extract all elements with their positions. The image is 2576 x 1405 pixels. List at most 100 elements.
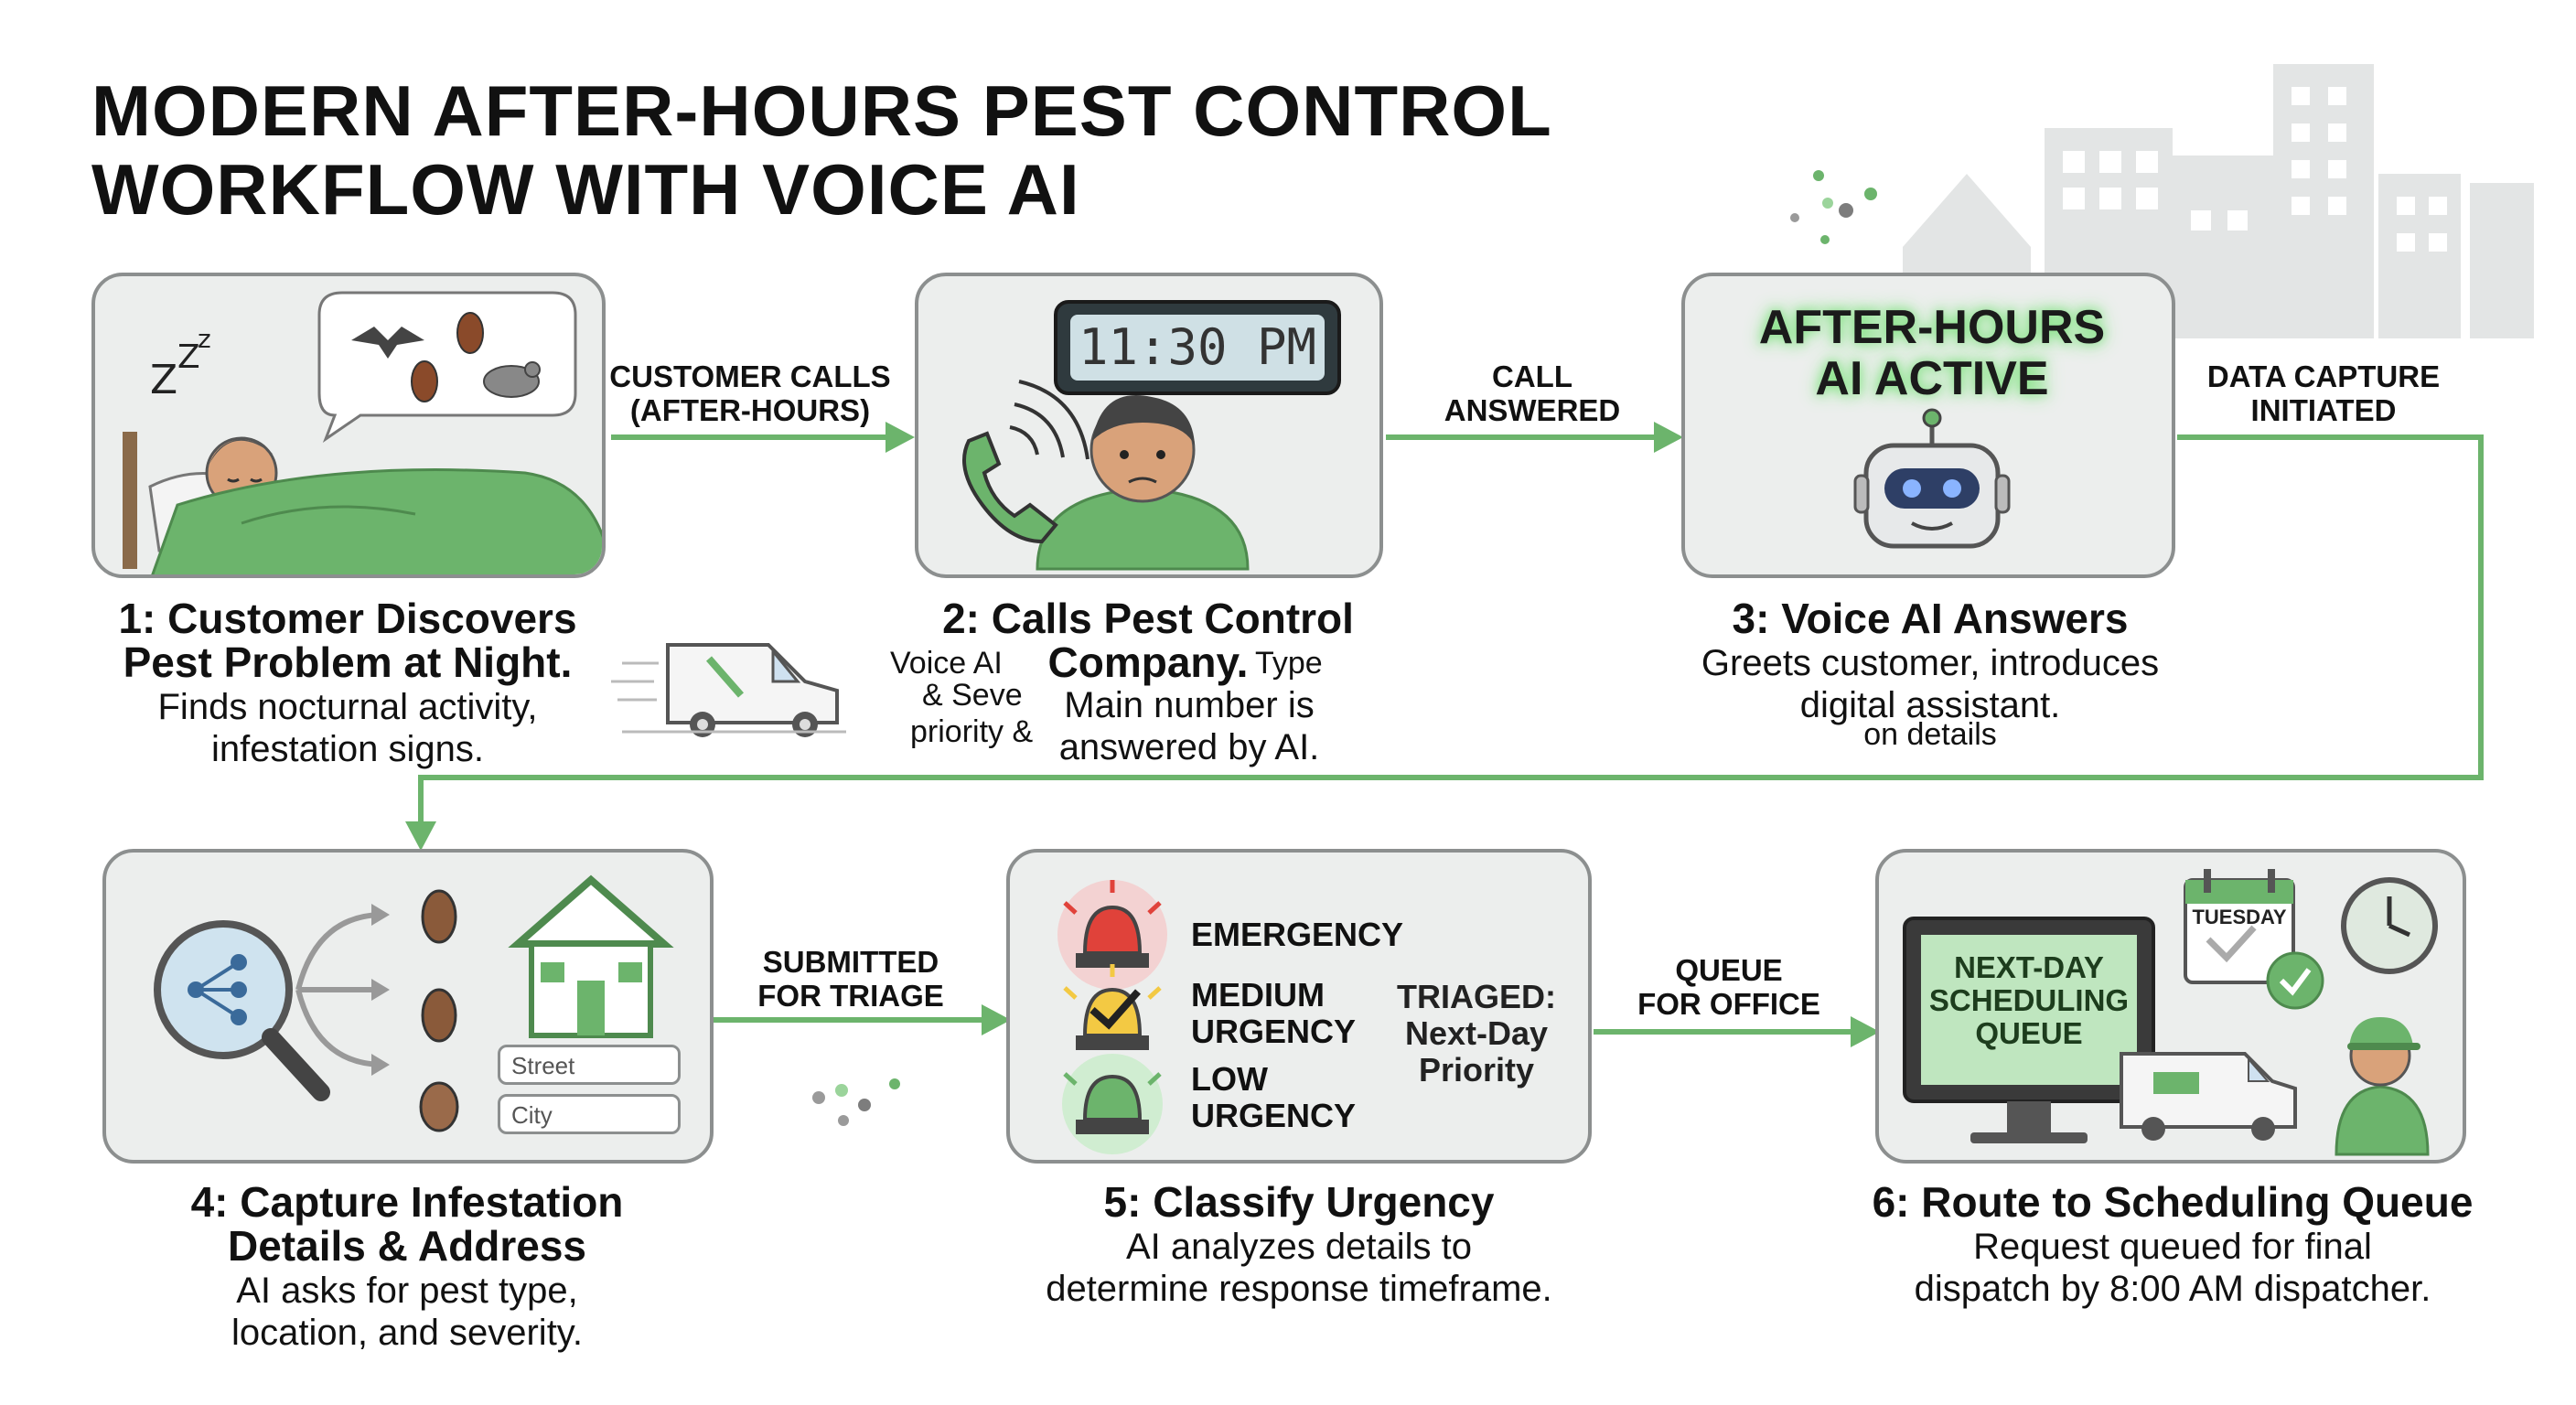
triaged-line: Next-Day bbox=[1404, 1014, 1549, 1052]
step-3-title: 3: Voice AI Answers bbox=[1619, 596, 2241, 640]
arrow-label-queue-office: QUEUE FOR OFFICE bbox=[1619, 953, 1839, 1021]
step-title-line: 1: Customer Discovers bbox=[118, 595, 577, 642]
connector-arrows bbox=[418, 434, 2484, 1035]
medium-urgency-label: MEDIUM URGENCY bbox=[1191, 977, 1356, 1050]
triaged-line: Priority bbox=[1418, 1051, 1535, 1089]
step-desc-line: AI asks for pest type, bbox=[236, 1271, 578, 1311]
emergency-label: EMERGENCY bbox=[1191, 916, 1404, 953]
robot-assistant-icon bbox=[1853, 408, 2011, 549]
arrow-label-line: FOR OFFICE bbox=[1637, 987, 1820, 1021]
step-1-panel: Z Z z bbox=[91, 273, 606, 578]
step-desc-line: Main number is bbox=[1064, 685, 1315, 725]
step-1-description: Finds nocturnal activity, infestation si… bbox=[55, 686, 640, 770]
dispatcher-avatar bbox=[2334, 1017, 2430, 1156]
arrow-label-call-answered: CALL ANSWERED bbox=[1427, 359, 1637, 427]
arrow-label-customer-calls: CUSTOMER CALLS (AFTER-HOURS) bbox=[604, 359, 896, 427]
scheduling-queue-illustration bbox=[1903, 869, 2438, 1156]
step-desc-line: Finds nocturnal activity, bbox=[157, 687, 538, 727]
arrow-label-line: CALL bbox=[1492, 359, 1572, 393]
urgency-line: MEDIUM bbox=[1191, 976, 1325, 1014]
step-3-sub: on details bbox=[1863, 717, 1997, 752]
overlay-voice-ai: Voice AI bbox=[890, 646, 1003, 681]
emergency-light-icon bbox=[1057, 880, 1167, 990]
city-field: City bbox=[498, 1094, 681, 1134]
step-2-title: 2: Calls Pest Control Company. bbox=[887, 596, 1409, 684]
step-desc-line: Request queued for final bbox=[1973, 1227, 2372, 1267]
step-5-panel: EMERGENCY MEDIUM URGENCY LOW URGENCY TRI… bbox=[1006, 849, 1592, 1164]
urgency-line: URGENCY bbox=[1191, 1013, 1357, 1050]
arrow-label-submitted: SUBMITTED FOR TRIAGE bbox=[741, 945, 961, 1013]
calendar-day-label: TUESDAY bbox=[2192, 906, 2287, 928]
step-3-description: Greets customer, introduces digital assi… bbox=[1619, 642, 2241, 726]
screen-line: QUEUE bbox=[1975, 1016, 2083, 1050]
title-line-1: MODERN AFTER-HOURS PEST CONTROL bbox=[91, 70, 1552, 151]
banner-line: AI ACTIVE bbox=[1815, 352, 2049, 405]
clock-display: 11:30 PM bbox=[1079, 318, 1316, 376]
step-title-line: 5: Classify Urgency bbox=[1103, 1178, 1495, 1226]
step-4-panel: Street City bbox=[102, 849, 714, 1164]
screen-line: SCHEDULING bbox=[1928, 983, 2130, 1017]
step-title-line: Pest Problem at Night. bbox=[123, 638, 573, 686]
arrow-label-line: CUSTOMER CALLS bbox=[609, 359, 891, 393]
sleeping-customer-illustration: Z Z z bbox=[123, 291, 602, 574]
step-6-description: Request queued for final dispatch by 8:0… bbox=[1820, 1226, 2525, 1310]
ai-active-banner: AFTER-HOURS AI ACTIVE bbox=[1685, 301, 2172, 405]
svg-text:z: z bbox=[198, 324, 211, 354]
street-field: Street bbox=[498, 1045, 681, 1085]
svg-text:Z: Z bbox=[150, 357, 177, 403]
triaged-line: TRIAGED: bbox=[1397, 978, 1556, 1015]
clock-icon bbox=[2341, 877, 2438, 974]
step-desc-line: digital assistant. bbox=[1799, 685, 2061, 725]
arrow-label-data-capture: DATA CAPTURE INITIATED bbox=[2186, 359, 2461, 427]
step-5-description: AI analyzes details to determine respons… bbox=[988, 1226, 1610, 1310]
overlay-priority: priority & bbox=[910, 714, 1034, 749]
step-desc-line: determine response timeframe. bbox=[1046, 1269, 1552, 1309]
city-skyline-illustration bbox=[1903, 64, 2534, 338]
step-desc-line: location, and severity. bbox=[231, 1313, 583, 1353]
step-5-title: 5: Classify Urgency bbox=[988, 1180, 1610, 1224]
step-6-title: 6: Route to Scheduling Queue bbox=[1820, 1180, 2525, 1224]
step-desc-line: answered by AI. bbox=[1058, 727, 1320, 767]
banner-line: AFTER-HOURS bbox=[1758, 301, 2106, 354]
step-desc-line: Greets customer, introduces bbox=[1701, 643, 2160, 683]
low-light-icon bbox=[1062, 1054, 1163, 1154]
step-title-line: 6: Route to Scheduling Queue bbox=[1872, 1178, 2474, 1226]
service-van-icon bbox=[611, 643, 846, 737]
calendar-icon bbox=[2184, 869, 2295, 984]
step-title-line: Details & Address bbox=[228, 1222, 586, 1270]
arrow-label-line: FOR TRIAGE bbox=[757, 979, 944, 1013]
arrow-label-line: QUEUE bbox=[1675, 953, 1783, 987]
step-title-line: 4: Capture Infestation bbox=[190, 1178, 624, 1226]
step-2-description: Main number is answered by AI. bbox=[997, 684, 1381, 768]
svg-text:Z: Z bbox=[177, 338, 200, 376]
overlay-type: Type bbox=[1255, 646, 1323, 681]
triaged-label: TRIAGED: Next-Day Priority bbox=[1385, 979, 1568, 1089]
capture-details-illustration bbox=[154, 874, 674, 1132]
urgency-line: LOW bbox=[1191, 1060, 1268, 1098]
urgency-line: URGENCY bbox=[1191, 1097, 1357, 1134]
urgency-lights-illustration bbox=[1057, 880, 1167, 1154]
step-2-panel: 11:30 PM bbox=[915, 273, 1383, 578]
low-urgency-label: LOW URGENCY bbox=[1191, 1061, 1356, 1134]
step-1-title: 1: Customer Discovers Pest Problem at Ni… bbox=[55, 596, 640, 684]
step-6-panel: NEXT-DAY SCHEDULING QUEUE TUESDAY bbox=[1875, 849, 2466, 1164]
queue-screen-text: NEXT-DAY SCHEDULING QUEUE bbox=[1921, 951, 2137, 1050]
medium-light-icon bbox=[1063, 964, 1162, 1050]
screen-line: NEXT-DAY bbox=[1954, 950, 2104, 984]
arrow-label-line: SUBMITTED bbox=[762, 945, 939, 979]
arrowheads bbox=[405, 422, 1880, 1047]
step-4-description: AI asks for pest type, location, and sev… bbox=[91, 1270, 723, 1354]
arrow-label-line: DATA CAPTURE bbox=[2206, 359, 2441, 393]
overlay-seve: & Seve bbox=[922, 678, 1023, 713]
arrow-label-line: (AFTER-HOURS) bbox=[629, 393, 871, 427]
step-title-line: 2: Calls Pest Control bbox=[942, 595, 1354, 642]
arrow-label-line: INITIATED bbox=[2250, 393, 2397, 427]
title-line-2: WORKFLOW WITH VOICE AI bbox=[91, 149, 1080, 230]
calling-customer-illustration: 11:30 PM bbox=[962, 300, 1341, 571]
step-desc-line: infestation signs. bbox=[211, 729, 484, 769]
step-desc-line: dispatch by 8:00 AM dispatcher. bbox=[1914, 1269, 2431, 1309]
step-desc-line: AI analyzes details to bbox=[1126, 1227, 1472, 1267]
step-title-line: 3: Voice AI Answers bbox=[1732, 595, 2129, 642]
decorative-dots bbox=[812, 170, 1877, 1126]
